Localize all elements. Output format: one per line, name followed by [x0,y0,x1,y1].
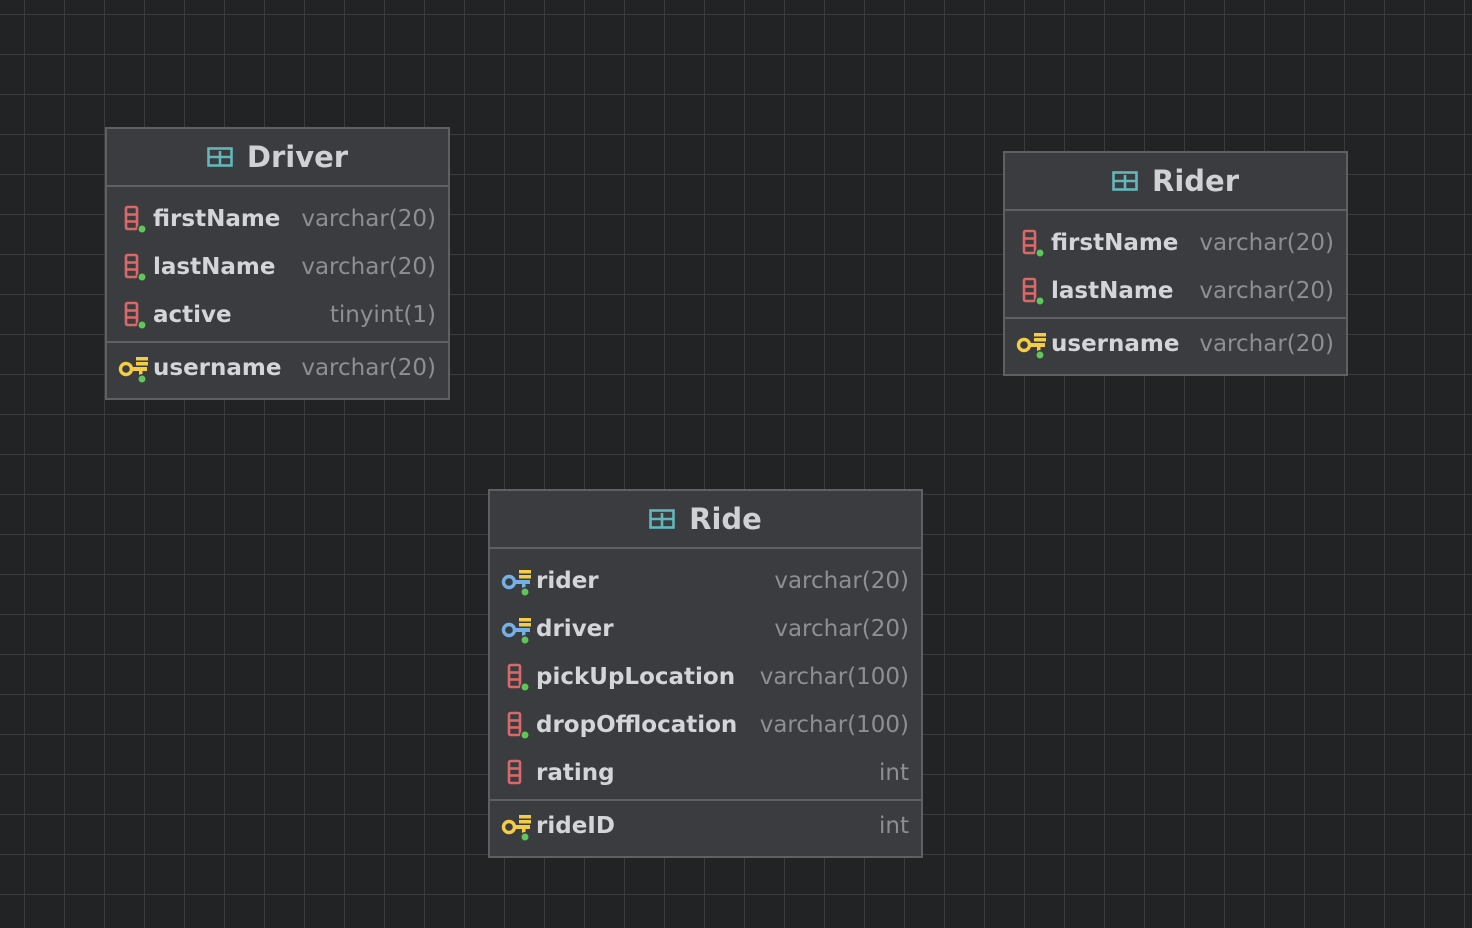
column-type: varchar(100) [759,664,909,690]
column-type: varchar(20) [774,616,909,642]
table-icon [649,509,675,529]
column-icon [507,663,530,692]
foreign-key-icon [501,618,531,645]
table-title: Ride [689,502,762,536]
column-name: driver [536,616,614,642]
column-name: active [153,302,232,328]
column-icon [507,711,530,740]
table-header: Rider [1005,153,1346,211]
primary-key-row[interactable]: username varchar(20) [1005,319,1346,369]
table-ride[interactable]: Ride rider varchar(20) driver varchar(20… [488,489,923,858]
column-icon [124,205,147,234]
table-driver[interactable]: Driver firstName varchar(20) lastName va… [105,127,450,400]
primary-key-icon [501,815,531,842]
primary-key-icon [118,357,148,384]
column-name: dropOfflocation [536,712,738,738]
table-rider[interactable]: Rider firstName varchar(20) lastName var… [1003,151,1348,376]
column-name: rating [536,760,615,786]
column-row[interactable]: lastName varchar(20) [1005,267,1346,315]
column-row[interactable]: rating int [490,749,921,797]
column-row[interactable]: pickUpLocation varchar(100) [490,653,921,701]
column-name: firstName [1051,230,1179,256]
column-row[interactable]: firstName varchar(20) [1005,219,1346,267]
table-title: Driver [246,140,349,174]
foreign-key-icon [501,570,531,597]
column-type: int [879,760,909,786]
column-name: rider [536,568,599,594]
primary-key-row[interactable]: username varchar(20) [107,343,448,393]
column-name: pickUpLocation [536,664,736,690]
column-icon [507,759,522,785]
column-name: firstName [153,206,281,232]
column-type: varchar(20) [1199,331,1334,357]
column-row[interactable]: active tinyint(1) [107,291,448,339]
primary-key-icon [1016,333,1046,360]
column-type: tinyint(1) [329,302,436,328]
column-type: varchar(100) [759,712,909,738]
column-type: varchar(20) [1199,278,1334,304]
table-header: Ride [490,491,921,549]
column-type: varchar(20) [301,206,436,232]
table-title: Rider [1152,164,1239,198]
table-header: Driver [107,129,448,187]
column-icon [124,301,147,330]
foreign-key-row[interactable]: rider varchar(20) [490,557,921,605]
column-type: varchar(20) [774,568,909,594]
column-type: varchar(20) [1199,230,1334,256]
table-icon [207,147,233,167]
column-row[interactable]: lastName varchar(20) [107,243,448,291]
column-name: username [1051,331,1180,357]
column-type: int [879,813,909,839]
column-name: lastName [153,254,276,280]
table-icon [1112,171,1138,191]
column-icon [1022,277,1045,306]
column-name: username [153,355,282,381]
primary-key-row[interactable]: rideID int [490,801,921,851]
column-icon [1022,229,1045,258]
column-icon [124,253,147,282]
column-type: varchar(20) [301,355,436,381]
column-type: varchar(20) [301,254,436,280]
column-name: lastName [1051,278,1174,304]
column-name: rideID [536,813,615,839]
column-row[interactable]: dropOfflocation varchar(100) [490,701,921,749]
foreign-key-row[interactable]: driver varchar(20) [490,605,921,653]
column-row[interactable]: firstName varchar(20) [107,195,448,243]
